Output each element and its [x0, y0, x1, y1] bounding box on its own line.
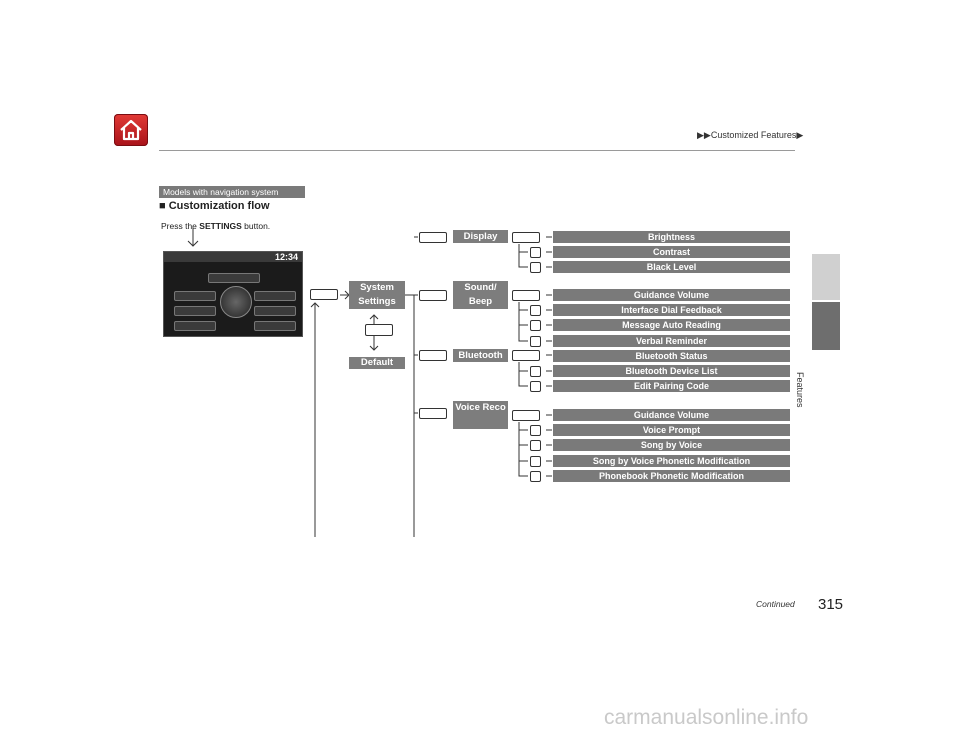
header-rule: [159, 150, 795, 151]
side-tab-inactive: [812, 254, 840, 300]
continued-label: Continued: [756, 599, 795, 609]
screen-menu-item: [254, 321, 296, 331]
screen-menu-item: [208, 273, 260, 283]
press-instruction: Press the SETTINGS button.: [161, 221, 271, 231]
screen-menu-item: [174, 291, 216, 301]
screen-status-bar: [164, 252, 302, 262]
item-song-by-voice-phonetic[interactable]: Song by Voice Phonetic Modification: [553, 455, 790, 467]
press-icon: [530, 440, 541, 451]
rotate-icon: [419, 408, 447, 419]
navigation-screen: 12:34: [163, 251, 303, 337]
default-box[interactable]: Default: [349, 357, 405, 369]
press-icon: [530, 456, 541, 467]
models-badge: Models with navigation system: [159, 186, 305, 198]
screen-clock: 12:34: [274, 252, 298, 262]
press-icon: [512, 410, 540, 421]
screen-menu-item: [174, 306, 216, 316]
press-icon: [530, 366, 541, 377]
item-song-by-voice[interactable]: Song by Voice: [553, 439, 790, 451]
rotate-icon: [419, 350, 447, 361]
item-bluetooth-device-list[interactable]: Bluetooth Device List: [553, 365, 790, 377]
press-icon: [512, 290, 540, 301]
item-verbal-reminder[interactable]: Verbal Reminder: [553, 335, 790, 347]
home-icon: [120, 119, 142, 141]
item-contrast[interactable]: Contrast: [553, 246, 790, 258]
screen-menu-item: [254, 291, 296, 301]
section-title: ■ Customization flow: [159, 200, 270, 212]
item-interface-dial-feedback[interactable]: Interface Dial Feedback: [553, 304, 790, 316]
press-icon: [530, 471, 541, 482]
side-tab-active[interactable]: [812, 302, 840, 350]
item-voice-guidance-volume[interactable]: Guidance Volume: [553, 409, 790, 421]
rotate-icon: [419, 232, 447, 243]
item-message-auto-reading[interactable]: Message Auto Reading: [553, 319, 790, 331]
press-rotate-icon: [310, 289, 338, 300]
press-icon: [530, 262, 541, 273]
item-voice-prompt[interactable]: Voice Prompt: [553, 424, 790, 436]
press-icon: [530, 425, 541, 436]
item-black-level[interactable]: Black Level: [553, 261, 790, 273]
category-voice-reco[interactable]: Voice Reco: [453, 401, 508, 429]
press-icon: [530, 381, 541, 392]
category-bluetooth[interactable]: Bluetooth: [453, 349, 508, 362]
press-icon: [512, 232, 540, 243]
item-edit-pairing-code[interactable]: Edit Pairing Code: [553, 380, 790, 392]
home-button[interactable]: [114, 114, 148, 146]
press-icon: [530, 247, 541, 258]
item-bluetooth-status[interactable]: Bluetooth Status: [553, 350, 790, 362]
page-number: 315: [818, 596, 844, 613]
press-icon: [530, 305, 541, 316]
rotate-icon: [419, 290, 447, 301]
press-icon: [512, 350, 540, 361]
rotate-icon: [365, 324, 393, 336]
category-display[interactable]: Display: [453, 230, 508, 243]
breadcrumb[interactable]: ▶▶Customized Features▶: [697, 130, 804, 140]
system-settings-box[interactable]: System Settings: [349, 281, 405, 309]
press-icon: [530, 336, 541, 347]
screen-menu-item: [174, 321, 216, 331]
watermark: carmanualsonline.info: [604, 706, 809, 729]
item-brightness[interactable]: Brightness: [553, 231, 790, 243]
item-guidance-volume[interactable]: Guidance Volume: [553, 289, 790, 301]
press-icon: [530, 320, 541, 331]
screen-menu-item: [254, 306, 296, 316]
category-sound-beep[interactable]: Sound/ Beep: [453, 281, 508, 309]
interface-dial-icon: [220, 286, 252, 318]
item-phonebook-phonetic[interactable]: Phonebook Phonetic Modification: [553, 470, 790, 482]
